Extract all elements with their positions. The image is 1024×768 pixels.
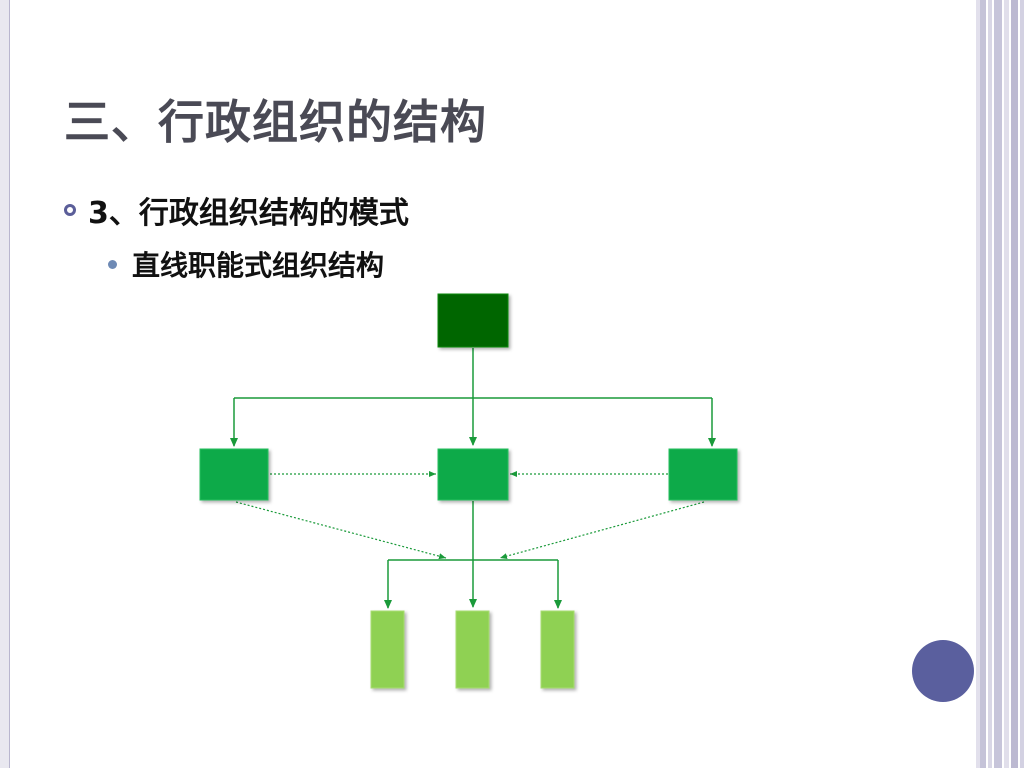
bullet-level2-text: 直线职能式组织结构 [132,249,385,282]
dotted-advisory-line [235,501,447,560]
bullet-level2: 直线职能式组织结构 [108,244,384,284]
functional-box-left [199,448,269,501]
left-border-decoration [0,0,10,768]
functional-box-right [668,448,738,501]
subunit-box-1 [370,610,405,689]
line-box-center [437,448,509,501]
bullet-level1: 3、行政组织结构的模式 [64,188,409,232]
subunit-box-3 [540,610,575,689]
ring-bullet-icon [64,204,76,216]
slide-title: 三、行政组织的结构 [64,95,487,149]
bullet-level1-text: 3、行政组织结构的模式 [88,196,409,231]
dot-bullet-icon [108,259,117,269]
decorative-circle [912,640,974,702]
top-executive-box [437,293,509,348]
dotted-advisory-line [499,501,705,560]
right-border-decoration [976,0,1024,768]
subunit-box-2 [455,610,490,689]
